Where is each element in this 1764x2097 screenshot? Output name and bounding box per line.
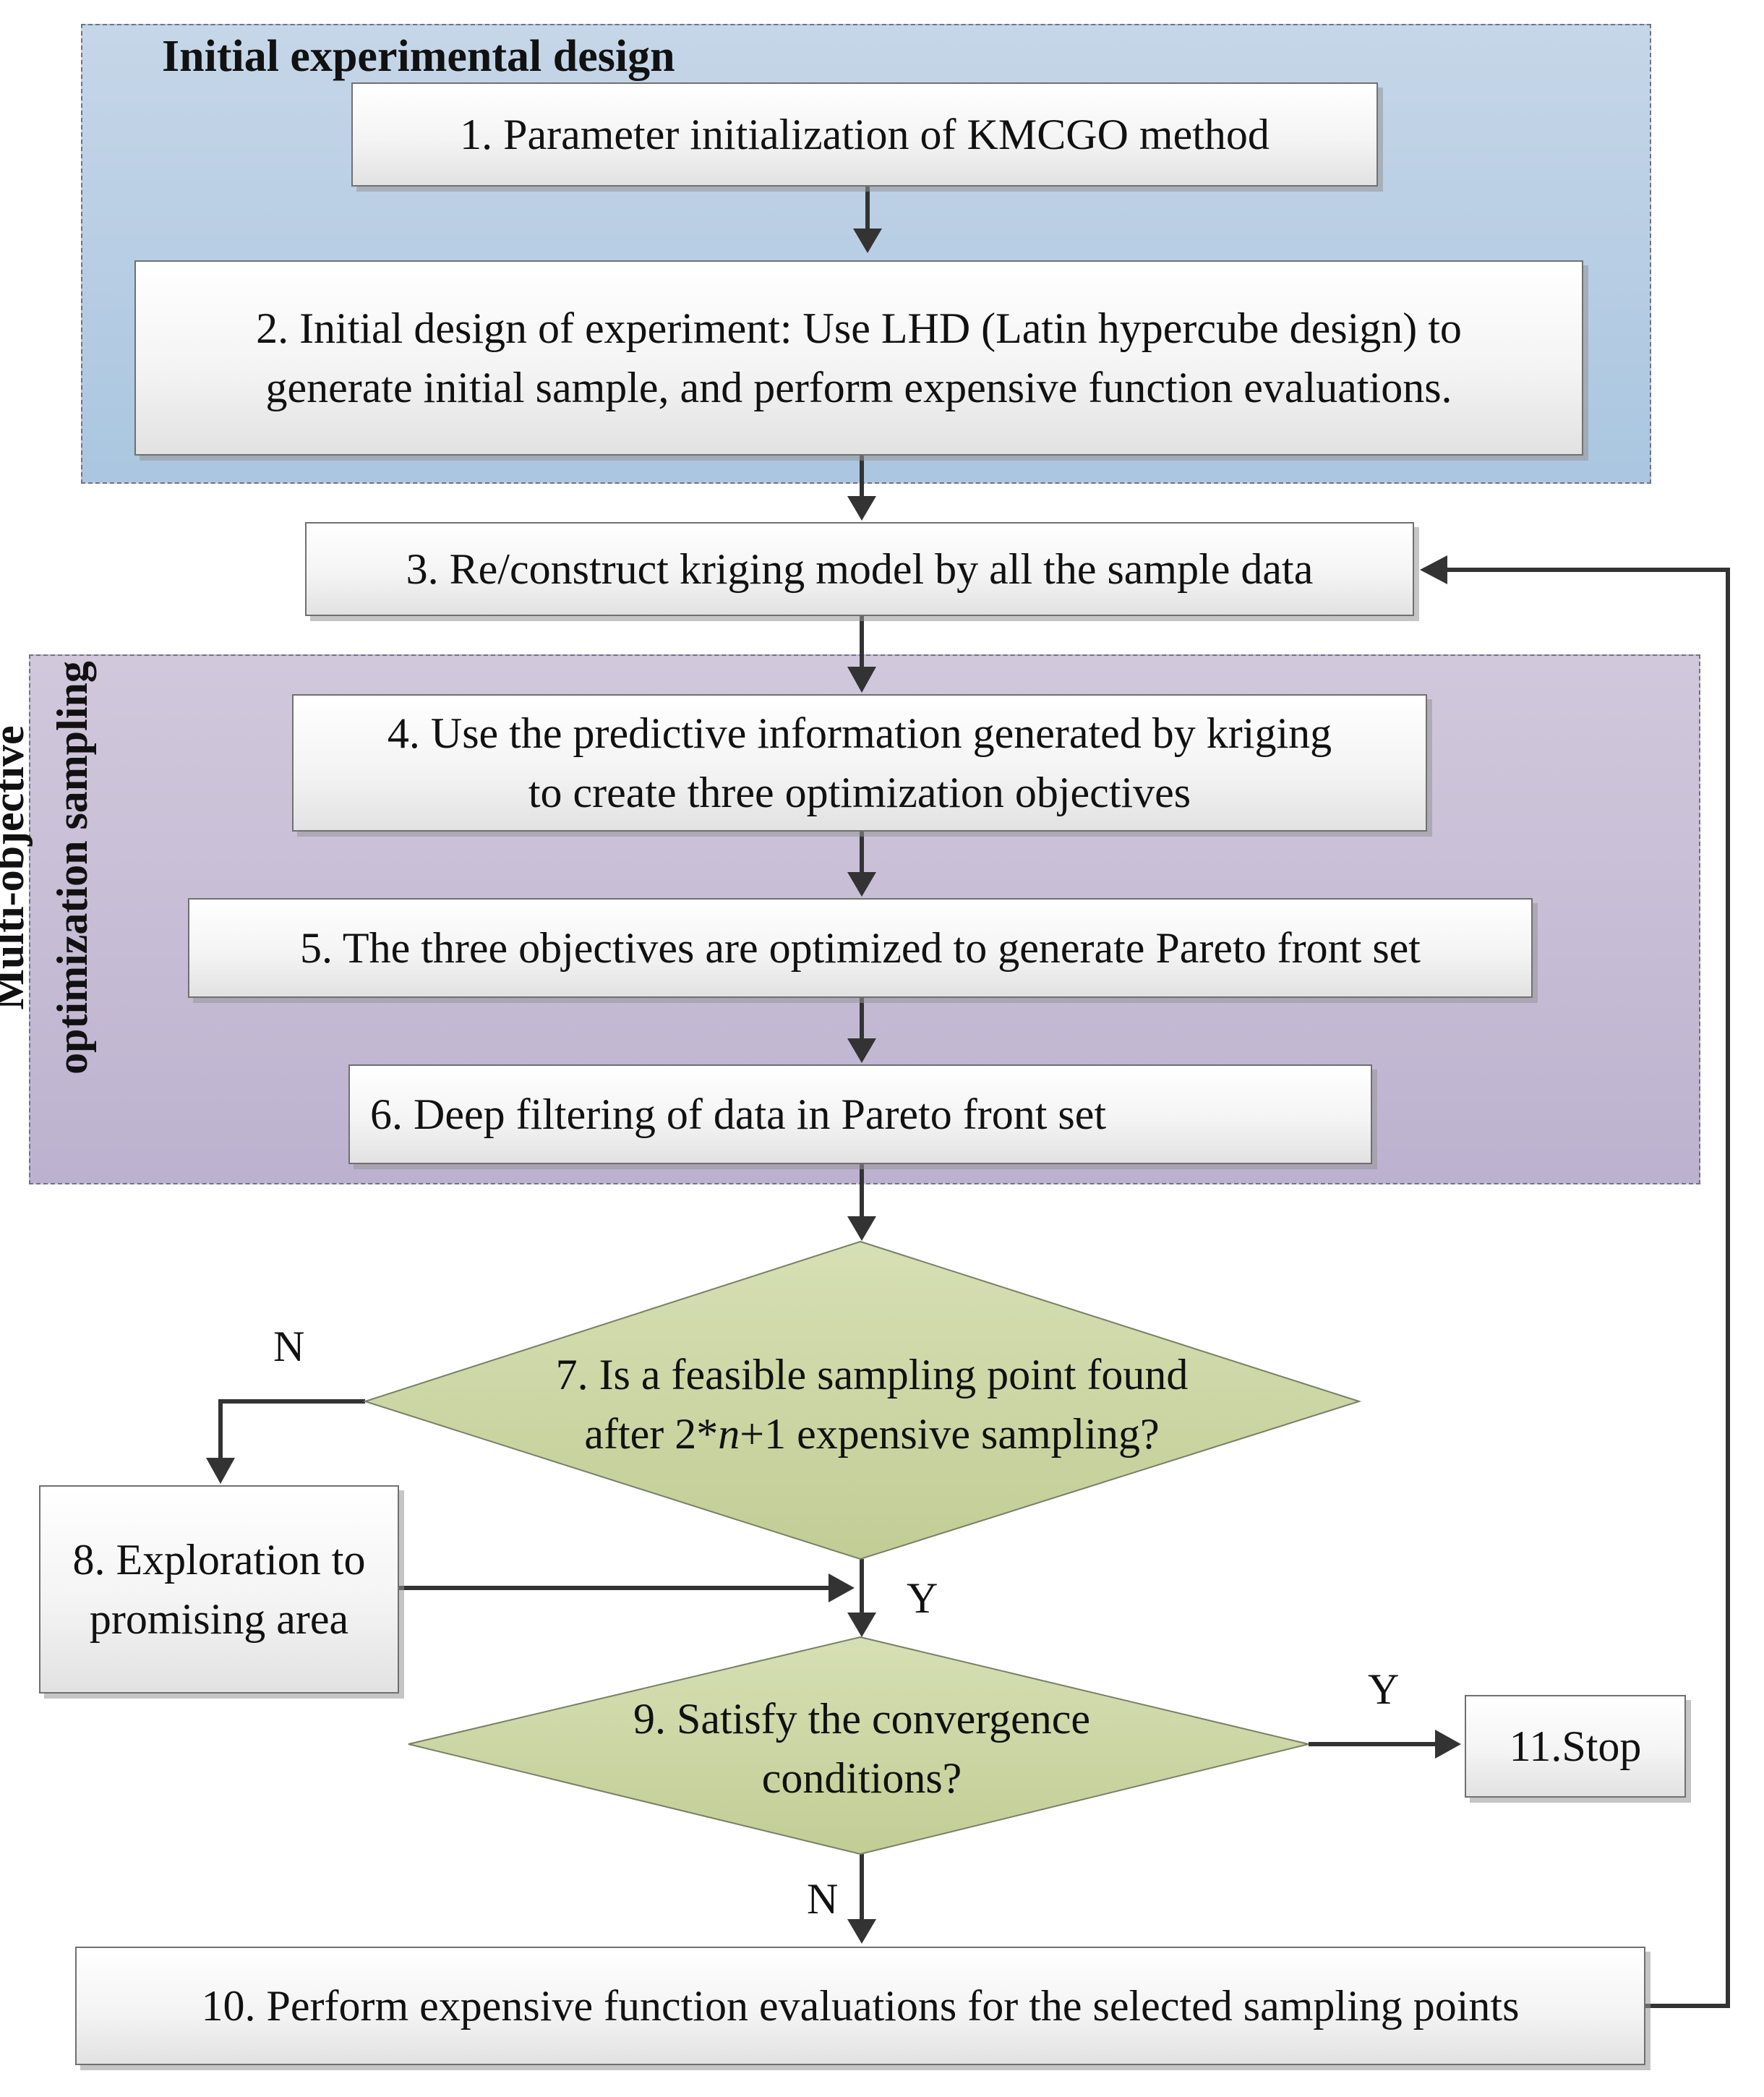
step-4-box: 4. Use the predictive information genera… xyxy=(292,694,1427,832)
step-4-text-line2: to create three optimization objectives xyxy=(528,769,1191,816)
step-2-text-line2: generate initial sample, and perform exp… xyxy=(265,364,1452,411)
step-10-box: 10. Perform expensive function evaluatio… xyxy=(75,1947,1645,2065)
arrow-7-no-to-8 xyxy=(218,1399,365,1475)
decision-9-text: 9. Satisfy the convergence conditions? xyxy=(633,1689,1090,1808)
decision-7-shape xyxy=(362,1240,1362,1560)
label-yes-9: Y xyxy=(1368,1665,1400,1713)
step-1-text: 1. Parameter initialization of KMCGO met… xyxy=(460,111,1270,158)
step-4-text-line1: 4. Use the predictive information genera… xyxy=(387,709,1332,757)
step-2-text-line1: 2. Initial design of experiment: Use LHD… xyxy=(256,304,1462,352)
arrow-10-loop-to-3 xyxy=(1430,568,1730,2008)
label-no-7: N xyxy=(273,1323,305,1370)
label-no-9: N xyxy=(807,1875,839,1923)
step-3-box: 3. Re/construct kriging model by all the… xyxy=(305,522,1414,616)
label-yes-7: Y xyxy=(907,1574,938,1622)
step-11-box: 11.Stop xyxy=(1465,1695,1686,1798)
step-5-box: 5. The three objectives are optimized to… xyxy=(188,898,1533,998)
decision-7-text-line2: after 2*n+1 expensive sampling? xyxy=(556,1404,1189,1464)
step-5-text: 5. The three objectives are optimized to… xyxy=(300,924,1421,972)
step-2-box: 2. Initial design of experiment: Use LHD… xyxy=(134,260,1583,456)
initial-design-title: Initial experimental design xyxy=(162,32,675,81)
step-8-box: 8. Exploration to promising area xyxy=(39,1485,399,1694)
step-6-text: 6. Deep filtering of data in Pareto fron… xyxy=(370,1090,1107,1138)
step-10-text: 10. Perform expensive function evaluatio… xyxy=(201,1982,1520,2030)
step-6-box: 6. Deep filtering of data in Pareto fron… xyxy=(348,1064,1372,1164)
step-1-box: 1. Parameter initialization of KMCGO met… xyxy=(351,82,1378,187)
decision-7-text-line2-b: +1 expensive sampling? xyxy=(740,1410,1160,1458)
step-8-text-line1: 8. Exploration to xyxy=(72,1536,366,1584)
decision-7-text-line2-a: after 2* xyxy=(584,1410,719,1458)
decision-9-text-line2: conditions? xyxy=(761,1754,962,1802)
decision-7-text-line1: 7. Is a feasible sampling point found xyxy=(555,1351,1189,1398)
decision-7-variable-n: n xyxy=(718,1410,740,1458)
decision-9-shape xyxy=(408,1636,1309,1855)
step-8-text-line2: promising area xyxy=(89,1595,349,1643)
step-11-text: 11.Stop xyxy=(1509,1722,1642,1770)
decision-7-text: 7. Is a feasible sampling point found af… xyxy=(556,1345,1189,1464)
decision-9-text-line1: 9. Satisfy the convergence xyxy=(633,1695,1091,1743)
step-3-text: 3. Re/construct kriging model by all the… xyxy=(406,545,1314,593)
